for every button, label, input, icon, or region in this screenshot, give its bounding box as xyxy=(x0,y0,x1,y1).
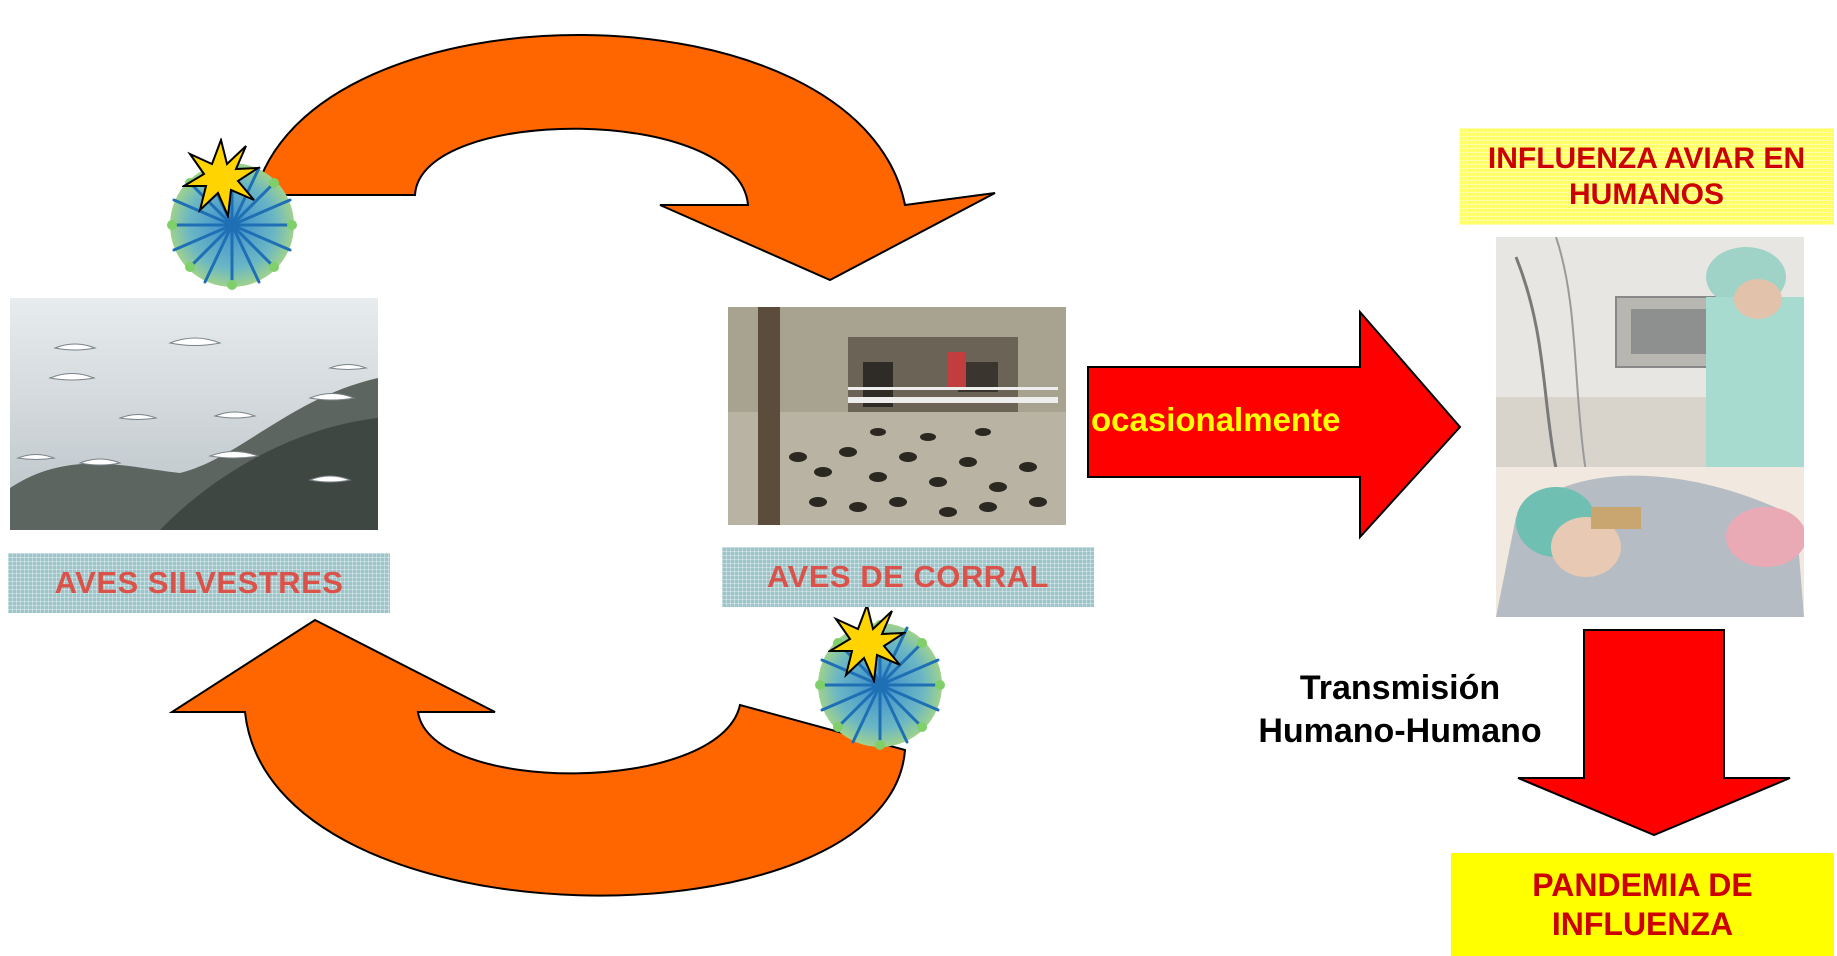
transmission-label-line2: Humano-Humano xyxy=(1258,711,1542,750)
transmission-label: Transmisión Humano-Humano xyxy=(1200,667,1600,752)
occasional-arrow xyxy=(1087,309,1462,540)
poultry-label-text: AVES DE CORRAL xyxy=(766,559,1049,595)
virus-icon xyxy=(160,140,302,290)
pandemic-label: PANDEMIA DE INFLUENZA xyxy=(1451,853,1834,956)
transmission-arrow xyxy=(1517,629,1791,837)
transmission-label-line1: Transmisión xyxy=(1299,669,1501,707)
wild-birds-label: AVES SILVESTRES xyxy=(8,553,390,613)
wild-birds-label-text: AVES SILVESTRES xyxy=(54,565,344,601)
poultry-photo xyxy=(728,307,1066,525)
virus-icon xyxy=(808,600,950,750)
hospital-photo xyxy=(1496,237,1804,617)
starburst-icon xyxy=(180,136,262,220)
pandemic-label-text: PANDEMIA DE INFLUENZA xyxy=(1532,867,1753,942)
wild-birds-photo xyxy=(10,298,378,530)
starburst-icon xyxy=(826,601,908,685)
occasional-arrow-label: ocasionalmente xyxy=(1091,401,1341,438)
human-influenza-label: INFLUENZA AVIAR EN HUMANOS xyxy=(1459,128,1834,225)
poultry-label: AVES DE CORRAL xyxy=(722,547,1094,607)
bottom-cycle-arrow xyxy=(168,618,907,897)
top-cycle-arrow xyxy=(253,34,996,282)
human-influenza-label-text: INFLUENZA AVIAR EN HUMANOS xyxy=(1487,141,1806,211)
